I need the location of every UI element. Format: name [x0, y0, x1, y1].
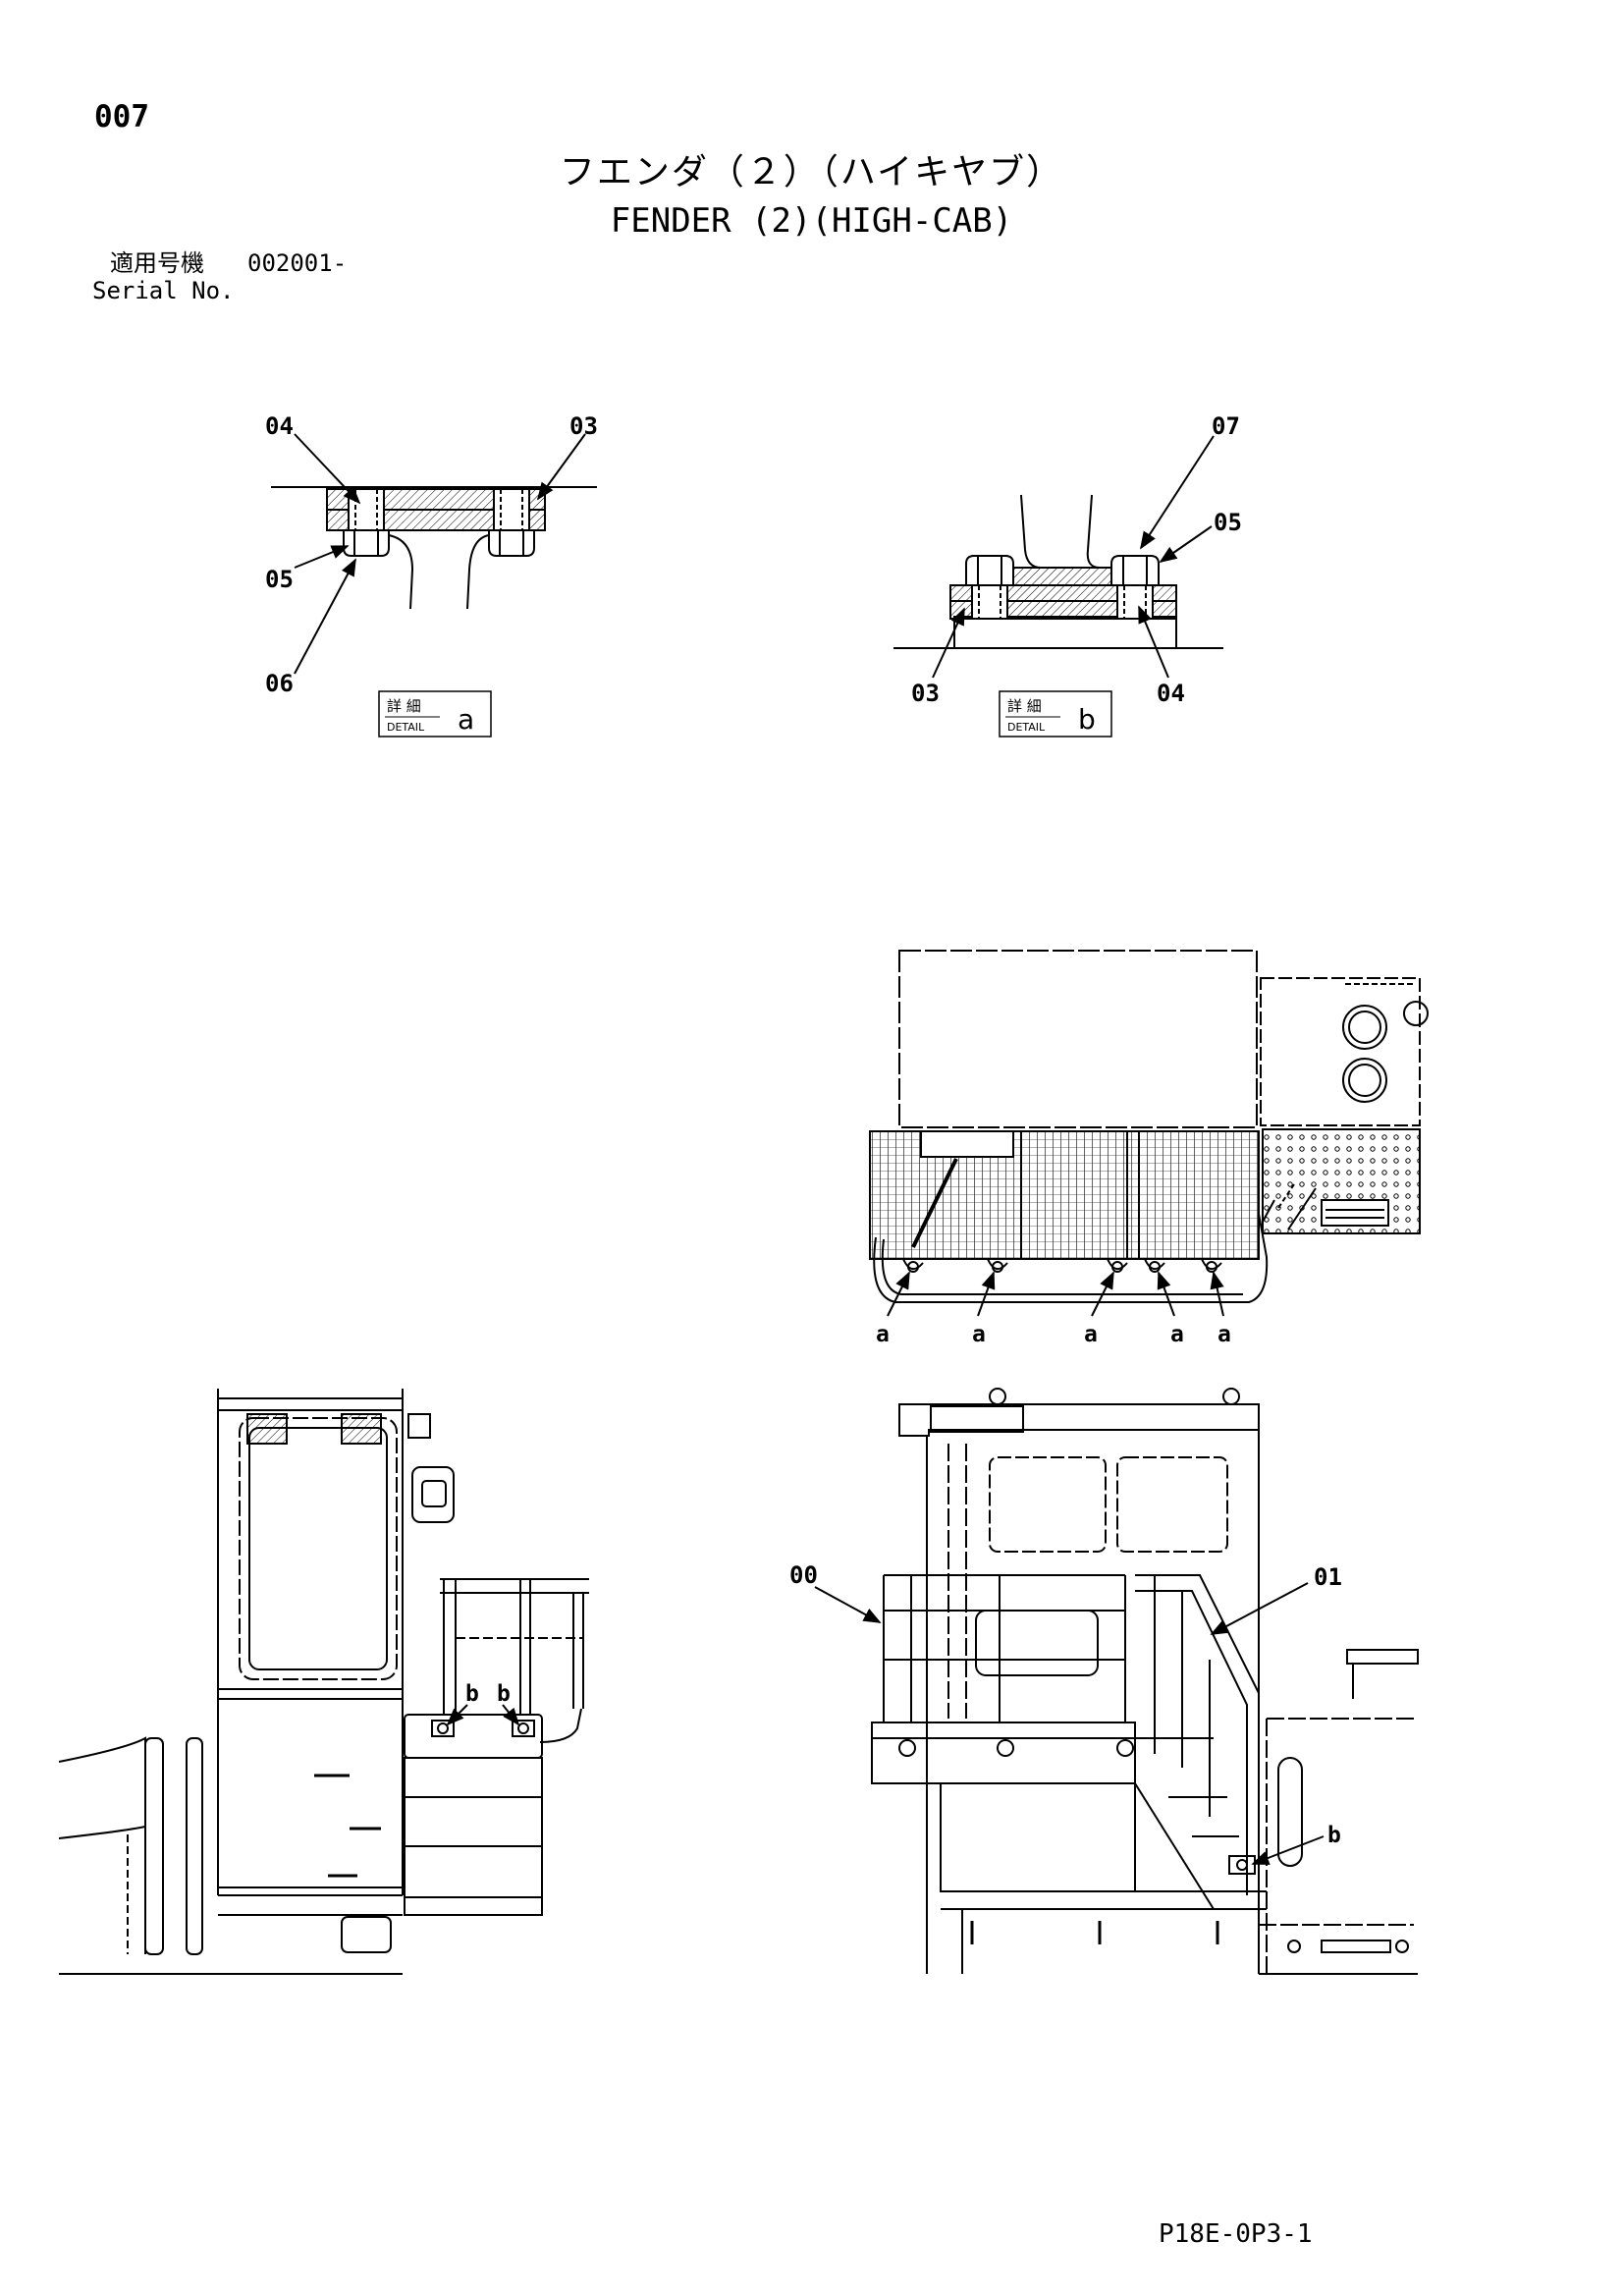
page-number: 007: [94, 99, 149, 135]
title-english: FENDER (2)(HIGH-CAB): [610, 201, 1013, 241]
detail-a-tag-letter: a: [458, 703, 474, 736]
side-view-marker-b-2: b: [497, 1681, 511, 1707]
detail-a-callout-04: 04: [265, 412, 294, 440]
front-view-marker-b: b: [1327, 1823, 1341, 1848]
serial-label-english: Serial No.: [92, 277, 235, 304]
detail-b-callout-07: 07: [1212, 412, 1240, 440]
serial-label-japanese: 適用号機: [110, 249, 204, 277]
detail-a-callout-05: 05: [265, 566, 294, 593]
front-view-callout-00: 00: [789, 1561, 818, 1589]
side-view-marker-b-1: b: [465, 1681, 479, 1707]
serial-number-value: 002001-: [247, 249, 348, 277]
detail-a-callout-03: 03: [569, 412, 598, 440]
detail-b-callout-03: 03: [911, 680, 940, 707]
detail-b-tag-japanese: 詳 細: [1007, 697, 1042, 715]
side-view-drawing: [58, 1389, 589, 1975]
footer-drawing-code: P18E-0P3-1: [1159, 2219, 1313, 2249]
detail-b-tag-letter: b: [1078, 703, 1096, 736]
detail-a-tag-japanese: 詳 細: [387, 697, 421, 715]
top-view-marker-a-2: a: [972, 1322, 986, 1347]
detail-b-callout-05: 05: [1214, 509, 1242, 536]
front-view-drawing: [814, 1388, 1419, 1975]
top-view-marker-a-5: a: [1217, 1322, 1231, 1347]
detail-a-callout-06: 06: [265, 670, 294, 697]
detail-b-drawing: [893, 435, 1223, 738]
top-view-marker-a-4: a: [1170, 1322, 1184, 1347]
top-view-marker-a-1: a: [876, 1322, 890, 1347]
top-view-drawing: [869, 950, 1429, 1317]
title-japanese: フエンダ（２）（ハイキヤブ）: [559, 152, 1064, 192]
detail-b-tag-english: DETAIL: [1007, 721, 1046, 734]
detail-a-tag-english: DETAIL: [387, 721, 425, 734]
detail-a-drawing: [271, 433, 597, 738]
detail-b-callout-04: 04: [1157, 680, 1185, 707]
front-view-callout-01: 01: [1314, 1563, 1342, 1591]
top-view-marker-a-3: a: [1084, 1322, 1098, 1347]
